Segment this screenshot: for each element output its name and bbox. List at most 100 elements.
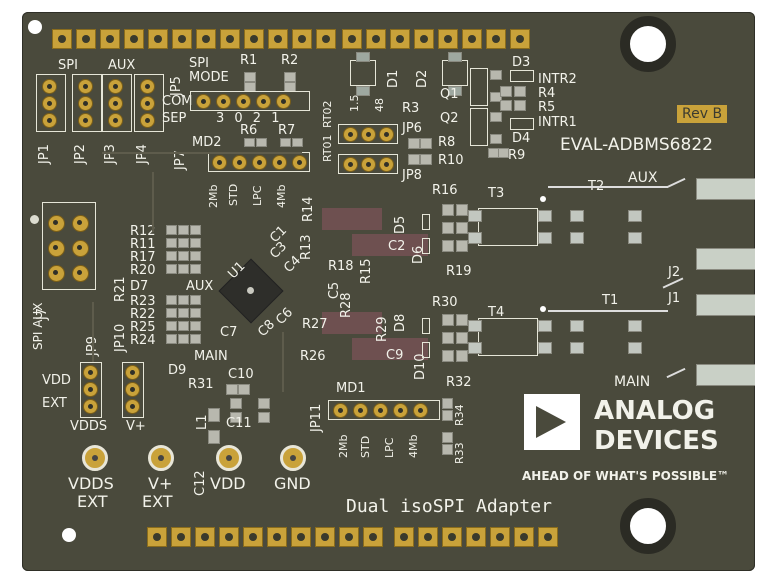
q2-outline bbox=[470, 108, 488, 146]
label-r19: R19 bbox=[446, 264, 472, 279]
j7-mount-dot bbox=[30, 215, 39, 224]
label-jp10: JP10 bbox=[113, 323, 128, 352]
label-c6: C6 bbox=[273, 305, 297, 328]
label-jp3: JP3 bbox=[103, 144, 118, 164]
label-c9: C9 bbox=[386, 348, 404, 363]
label-jp4: JP4 bbox=[135, 144, 150, 164]
label-c11: C11 bbox=[226, 416, 252, 431]
label-md1: MD1 bbox=[336, 381, 366, 396]
label-48: 48 bbox=[373, 98, 386, 112]
tp-label-vdd: VDD bbox=[210, 474, 246, 493]
label-com: COM bbox=[162, 94, 193, 109]
label-spi: SPI bbox=[58, 58, 78, 73]
label-j7: J7 bbox=[35, 307, 50, 320]
label-md1-2mb: 2Mb bbox=[337, 434, 350, 458]
tp-vdds-ext bbox=[82, 445, 108, 471]
label-jp8: JP8 bbox=[402, 168, 422, 183]
bottom-header-left bbox=[147, 527, 387, 547]
label-rt01: RT01 bbox=[321, 134, 334, 162]
label-r28: R28 bbox=[339, 292, 354, 318]
label-r22: R22 bbox=[130, 307, 156, 322]
logo-tagline: AHEAD OF WHAT'S POSSIBLE™ bbox=[522, 469, 730, 483]
label-r10: R10 bbox=[438, 153, 464, 168]
mounting-hole-bottom-right bbox=[620, 498, 676, 554]
label-j2: J2 bbox=[668, 265, 681, 280]
spi-mode-header bbox=[190, 91, 310, 111]
d8-outline bbox=[422, 318, 430, 334]
mounting-dot-top-left bbox=[28, 20, 42, 34]
label-c3: C3 bbox=[267, 239, 291, 262]
conn-pad-main-1 bbox=[696, 294, 755, 316]
label-r15: R15 bbox=[359, 258, 374, 284]
label-md2: MD2 bbox=[192, 135, 222, 150]
label-r26: R26 bbox=[300, 349, 326, 364]
label-r8: R8 bbox=[438, 135, 456, 150]
label-r23: R23 bbox=[130, 294, 156, 309]
label-vplus-jp: V+ bbox=[126, 419, 146, 434]
board-name: EVAL-ADBMS6822 bbox=[560, 135, 713, 155]
label-c2: C2 bbox=[388, 239, 406, 254]
label-r7: R7 bbox=[278, 123, 296, 138]
label-d7: D7 bbox=[130, 279, 149, 294]
d5-outline bbox=[422, 214, 430, 230]
label-r21: R21 bbox=[113, 276, 128, 302]
label-d4: D4 bbox=[512, 131, 531, 146]
label-r6: R6 bbox=[240, 123, 258, 138]
mounting-dot-bottom-left bbox=[62, 528, 76, 542]
analog-devices-logo bbox=[524, 394, 580, 450]
conn-pad-aux-1 bbox=[696, 178, 755, 200]
label-aux-led: AUX bbox=[186, 279, 214, 294]
jp6-outline bbox=[338, 124, 398, 144]
label-r11: R11 bbox=[130, 237, 156, 252]
label-md1-std: STD bbox=[359, 435, 372, 458]
label-t3: T3 bbox=[488, 186, 505, 201]
label-jp11: JP11 bbox=[309, 403, 324, 432]
tp-gnd bbox=[280, 445, 306, 471]
label-aux: AUX bbox=[108, 58, 136, 73]
label-d5: D5 bbox=[393, 215, 408, 234]
label-vdds-jp: VDDS bbox=[70, 419, 108, 434]
label-d3: D3 bbox=[512, 55, 531, 70]
tp-label-vplus-ext: EXT bbox=[142, 492, 173, 511]
jp10-outline bbox=[122, 362, 144, 418]
top-header-left bbox=[52, 29, 340, 49]
label-1-5: 1.5 bbox=[348, 94, 361, 113]
label-spi-mode: SPI bbox=[189, 56, 209, 71]
logo-text-devices: DEVICES bbox=[594, 426, 719, 456]
label-r2: R2 bbox=[281, 53, 299, 68]
label-r14: R14 bbox=[301, 196, 316, 222]
q1-outline bbox=[470, 68, 488, 106]
label-r9: R9 bbox=[508, 148, 526, 163]
jp3-outline bbox=[102, 74, 132, 132]
label-t4: T4 bbox=[488, 305, 505, 320]
label-r33: R33 bbox=[453, 442, 466, 464]
label-r20: R20 bbox=[130, 263, 156, 278]
label-r24: R24 bbox=[130, 333, 156, 348]
tp-label-vdds: VDDS bbox=[68, 474, 114, 493]
d2-outline bbox=[442, 60, 468, 86]
label-main-led: MAIN bbox=[194, 349, 228, 364]
tp-label-vdds-ext: EXT bbox=[77, 492, 108, 511]
label-aux-conn: AUX bbox=[628, 170, 658, 186]
label-jp5: JP5 bbox=[169, 76, 184, 96]
logo-triangle-icon bbox=[536, 406, 566, 438]
jp2-outline bbox=[72, 74, 102, 132]
label-r27: R27 bbox=[302, 317, 328, 332]
label-q2: Q2 bbox=[440, 111, 459, 126]
label-jp6: JP6 bbox=[402, 121, 422, 136]
d10-outline bbox=[422, 342, 430, 358]
label-jp2: JP2 bbox=[73, 144, 88, 164]
label-t1: T1 bbox=[602, 293, 619, 308]
jp9-outline bbox=[80, 362, 102, 418]
t3-outline bbox=[478, 208, 538, 246]
label-jp1: JP1 bbox=[37, 144, 52, 164]
d6-outline bbox=[422, 238, 430, 254]
bottom-header-right bbox=[394, 527, 562, 547]
label-md2-lpc: LPC bbox=[251, 185, 264, 206]
label-mode: MODE bbox=[189, 70, 229, 85]
label-d2: D2 bbox=[415, 69, 430, 88]
label-r12: R12 bbox=[130, 224, 156, 239]
label-intr2: INTR2 bbox=[538, 72, 577, 87]
label-c12: C12 bbox=[193, 470, 208, 496]
label-r18: R18 bbox=[328, 259, 354, 274]
